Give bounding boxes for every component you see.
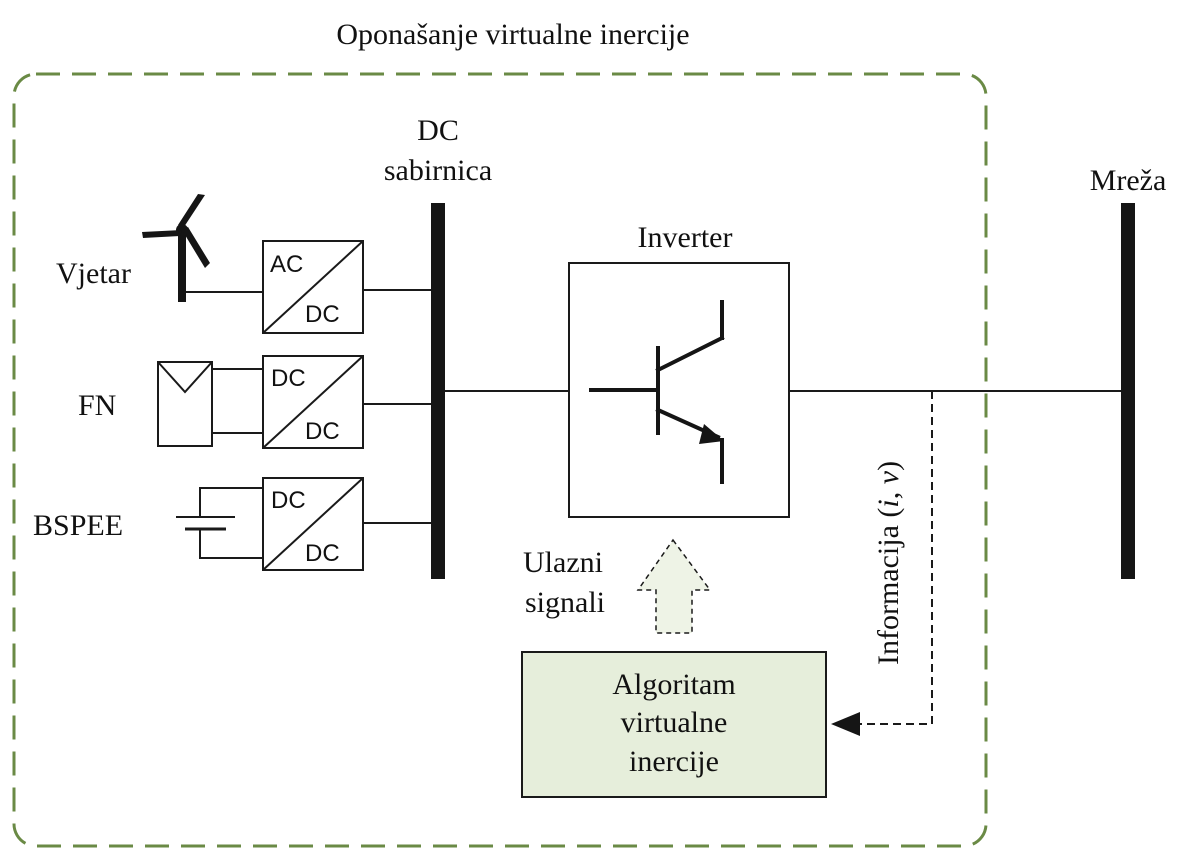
emulation-boundary: [12, 72, 988, 848]
diagram-title: Oponašanje virtualne inercije: [336, 18, 689, 51]
algorithm-box: [521, 651, 827, 798]
converter-ac-dc-bottom: DC: [305, 301, 340, 328]
dc-bus-label-line2: sabirnica: [384, 154, 492, 187]
converter-ac-dc: [262, 240, 364, 334]
algorithm-line2: virtualne: [621, 706, 728, 739]
grid-bus-bar: [1121, 203, 1135, 579]
battery-label: BSPEE: [33, 509, 123, 542]
inverter-label: Inverter: [638, 221, 733, 254]
feedback-label: Informacija (i, v): [872, 461, 905, 665]
wind-turbine-icon: [142, 194, 210, 302]
grid-label: Mreža: [1090, 164, 1167, 197]
feedback-arrow-head-icon: [831, 712, 860, 736]
input-signals-arrow-icon: [636, 538, 712, 634]
pv-panel-icon: [157, 361, 213, 447]
converter-ac-dc-top: AC: [270, 251, 303, 278]
converter-pv-top: DC: [271, 365, 306, 392]
igbt-transistor-icon: [589, 300, 725, 484]
input-signals-line1: Ulazni: [523, 546, 603, 579]
pv-label: FN: [78, 389, 116, 422]
converter-pv-bottom: DC: [305, 418, 340, 445]
igbt-emitter-arrow-icon: [699, 424, 724, 444]
feedback-dashed-line: [858, 391, 933, 725]
battery-icon: [176, 487, 263, 559]
input-signals-line2: signali: [525, 586, 605, 619]
dc-bus-label-line1: DC: [417, 114, 459, 147]
wind-label: Vjetar: [56, 257, 131, 290]
algorithm-line3: inercije: [629, 745, 719, 778]
dc-bus-bar: [431, 203, 445, 579]
converter-dc-dc-pv: [262, 355, 364, 449]
converter-battery-top: DC: [271, 487, 306, 514]
algorithm-line1: Algoritam: [612, 668, 735, 701]
converter-battery-bottom: DC: [305, 540, 340, 567]
